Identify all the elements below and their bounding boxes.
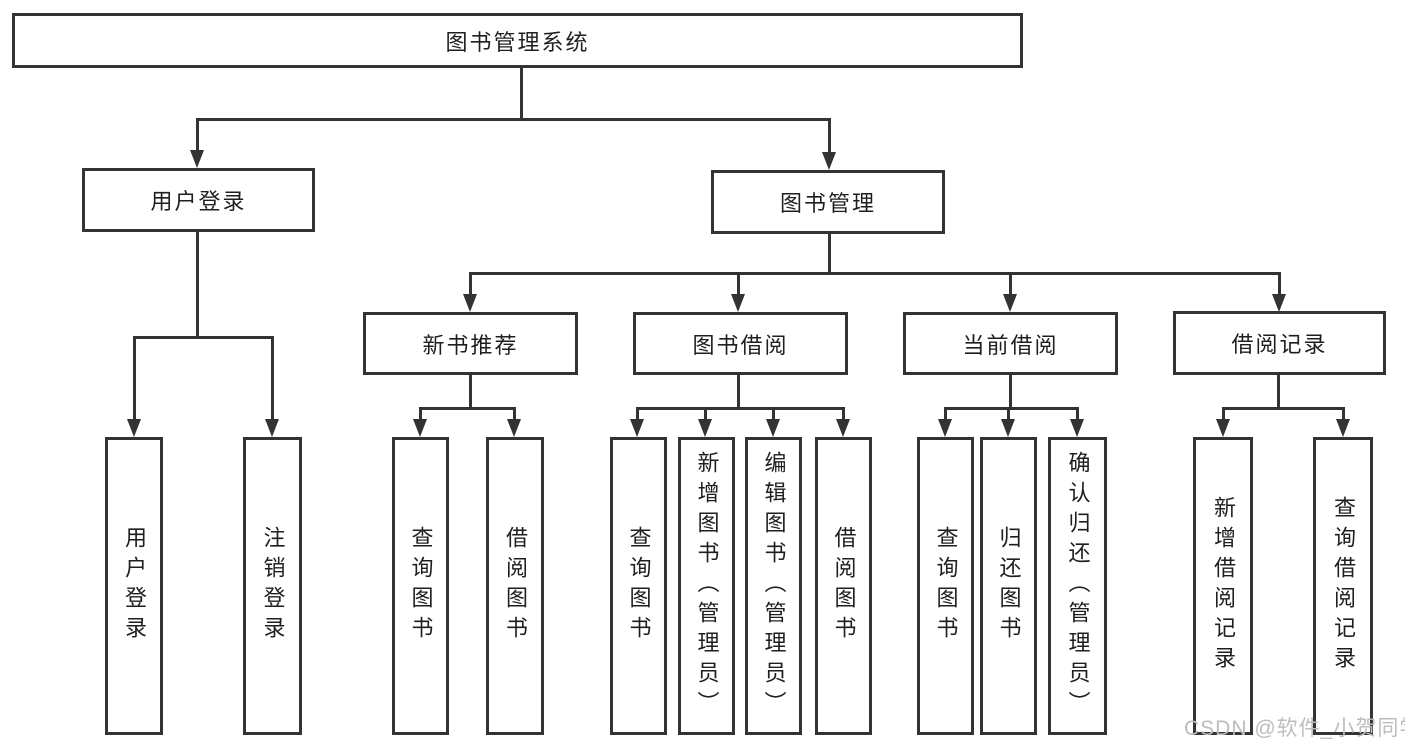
connector-line	[828, 118, 831, 152]
connector-line	[1342, 407, 1345, 419]
node-user-login: 用户登录	[82, 168, 315, 232]
arrow-down-icon	[822, 152, 836, 170]
node-confirm-return-admin: 确认归还（管理员）	[1048, 437, 1107, 735]
connector-line	[828, 234, 831, 272]
node-current-borrow: 当前借阅	[903, 312, 1118, 375]
arrow-down-icon	[1336, 419, 1350, 437]
connector-line	[1009, 272, 1012, 294]
connector-line	[842, 407, 845, 419]
node-borrow-books-borrow: 借阅图书	[815, 437, 872, 735]
connector-line	[469, 375, 472, 407]
arrow-down-icon	[1070, 419, 1084, 437]
connector-line	[636, 407, 844, 410]
node-root: 图书管理系统	[12, 13, 1023, 68]
connector-line	[1278, 272, 1281, 294]
node-new-book-recommend: 新书推荐	[363, 312, 578, 375]
connector-line	[944, 407, 1079, 410]
arrow-down-icon	[1001, 419, 1015, 437]
arrow-down-icon	[731, 294, 745, 312]
arrow-down-icon	[1272, 294, 1286, 312]
connector-line	[1076, 407, 1079, 419]
node-user-login-label: 用户登录	[150, 189, 247, 214]
csdn-watermark: CSDN @软件_小贺同学	[1184, 717, 1405, 740]
connector-line	[1222, 407, 1344, 410]
node-root-label: 图书管理系统	[445, 29, 590, 55]
arrow-down-icon	[463, 294, 477, 312]
arrow-down-icon	[766, 419, 780, 437]
node-book-management-label: 图书管理	[779, 191, 876, 216]
node-query-books-current: 查询图书	[917, 437, 974, 735]
connector-line	[513, 407, 516, 419]
node-book-management: 图书管理	[711, 170, 945, 234]
connector-line	[704, 407, 707, 419]
connector-line	[737, 375, 740, 407]
node-logout: 注销登录	[243, 437, 302, 735]
node-book-borrow: 图书借阅	[633, 312, 848, 375]
connector-line	[196, 118, 830, 121]
arrow-down-icon	[1003, 294, 1017, 312]
node-edit-book-admin: 编辑图书（管理员）	[745, 437, 802, 735]
node-current-borrow-label: 当前借阅	[962, 332, 1059, 358]
arrow-down-icon	[190, 150, 204, 168]
arrow-down-icon	[630, 419, 644, 437]
connector-line	[196, 118, 199, 150]
connector-line	[271, 336, 274, 419]
connector-line	[944, 407, 947, 419]
node-book-borrow-label: 图书借阅	[692, 332, 789, 358]
connector-line	[1007, 407, 1010, 419]
connector-line	[737, 272, 740, 294]
connector-line	[133, 336, 136, 419]
node-borrow-books-recommend: 借阅图书	[486, 437, 544, 735]
arrow-down-icon	[413, 419, 427, 437]
node-borrow-records-label: 借阅记录	[1231, 332, 1328, 357]
connector-line	[469, 272, 472, 294]
connector-line	[196, 232, 199, 336]
arrow-down-icon	[265, 419, 279, 437]
connector-line	[1277, 375, 1280, 407]
connector-line	[1009, 375, 1012, 407]
arrow-down-icon	[836, 419, 850, 437]
node-add-book-admin: 新增图书（管理员）	[678, 437, 735, 735]
arrow-down-icon	[698, 419, 712, 437]
node-new-book-recommend-label: 新书推荐	[422, 332, 519, 358]
node-query-books-recommend: 查询图书	[392, 437, 449, 735]
connector-line	[419, 407, 422, 419]
connector-line	[520, 65, 523, 118]
connector-line	[469, 272, 1280, 275]
node-query-books-borrow: 查询图书	[610, 437, 667, 735]
arrow-down-icon	[1216, 419, 1230, 437]
node-query-borrow-record: 查询借阅记录	[1313, 437, 1373, 735]
arrow-down-icon	[938, 419, 952, 437]
connector-line	[1222, 407, 1225, 419]
arrow-down-icon	[127, 419, 141, 437]
node-borrow-records: 借阅记录	[1173, 311, 1386, 375]
connector-line	[133, 336, 274, 339]
node-user-login-action: 用户登录	[105, 437, 163, 735]
arrow-down-icon	[507, 419, 521, 437]
node-return-book: 归还图书	[980, 437, 1037, 735]
connector-line	[772, 407, 775, 419]
connector-line	[636, 407, 639, 419]
node-add-borrow-record: 新增借阅记录	[1193, 437, 1253, 735]
connector-line	[419, 407, 516, 410]
